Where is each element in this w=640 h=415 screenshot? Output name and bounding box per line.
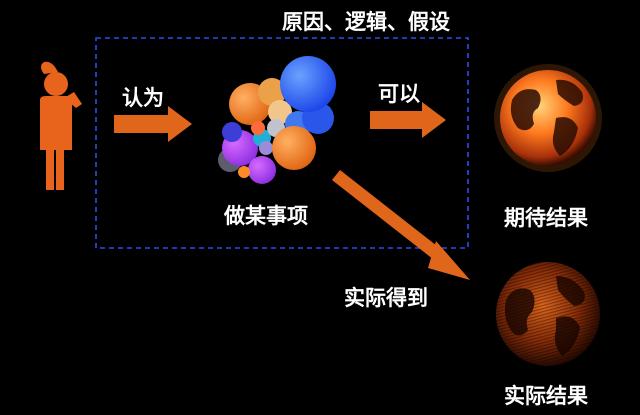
actual-globe-icon (496, 262, 600, 366)
arrow-believe (114, 106, 192, 142)
edge-label-can: 可以 (378, 82, 420, 106)
reasoning-frame (95, 37, 469, 249)
person-thinking-icon (40, 61, 82, 190)
arrow-can (370, 102, 446, 138)
node-label-expected: 期待结果 (504, 206, 588, 230)
expected-globe-icon (494, 64, 602, 172)
frame-caption: 原因、逻辑、假设 (282, 10, 450, 34)
node-label-actual: 实际结果 (504, 384, 588, 408)
edge-label-actual-get: 实际得到 (344, 286, 428, 310)
edge-label-believe: 认为 (122, 86, 164, 110)
bubble-cluster-icon (218, 56, 336, 184)
arrow-actual-get (332, 170, 470, 280)
node-label-action: 做某事项 (224, 204, 308, 228)
